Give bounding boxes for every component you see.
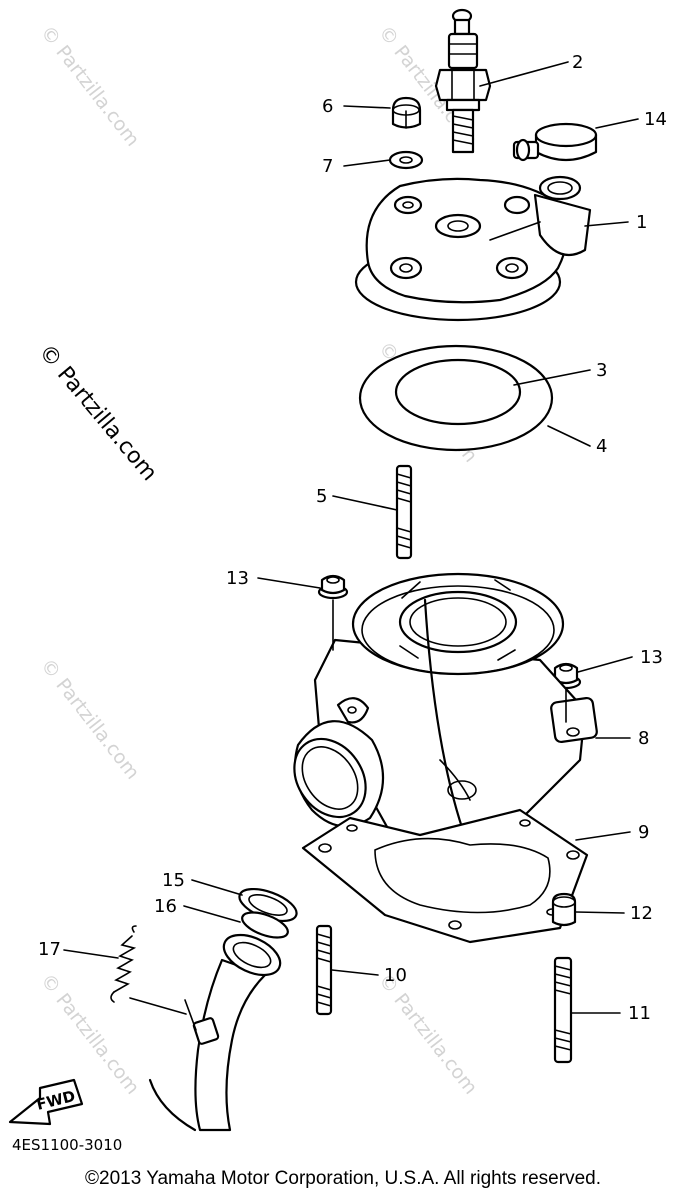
part-flange-nut-left [317,574,349,600]
diagram-code: 4ES1100-3010 [12,1136,122,1154]
part-stud-bolt-long [553,956,573,1064]
watermark: © Partzilla.com [36,970,144,1099]
callout-14: 14 [644,109,667,130]
callout-1: 1 [636,212,647,233]
callout-16: 16 [154,896,177,917]
fwd-arrow: FWD [8,1078,84,1126]
callout-13a: 13 [226,568,249,589]
watermark: © Partzilla.com [374,970,482,1099]
callout-5: 5 [316,486,327,507]
part-base-gasket [301,808,589,944]
part-stud-bolt-upper [395,464,413,560]
callout-15: 15 [162,870,185,891]
part-exhaust-gasket [238,887,298,939]
part-dowel-pin [551,892,577,927]
callout-labels: 1 2 3 4 5 6 7 8 9 10 11 12 13 13 14 15 1… [38,52,667,1024]
part-stud-bolt-short [315,924,333,1016]
leader-lines [63,61,639,1015]
part-cylinder-head [354,175,592,322]
watermark: © Partzilla.com [36,22,144,151]
part-tension-spring [110,925,137,1003]
callout-3: 3 [596,360,607,381]
part-washer [388,150,424,170]
callout-9: 9 [638,822,649,843]
copyright-notice: ©2013 Yamaha Motor Corporation, U.S.A. A… [85,1168,601,1189]
callout-4: 4 [596,436,607,457]
part-spark-plug [434,8,492,154]
callout-13b: 13 [640,647,663,668]
part-hose-clamp [512,122,598,162]
part-head-gasket [358,344,554,452]
callout-12: 12 [630,903,653,924]
part-exhaust-joint [148,933,282,1132]
callout-10: 10 [384,965,407,986]
part-cylinder [293,572,598,864]
callout-11: 11 [628,1003,651,1024]
part-cap-nut [391,96,422,129]
callout-8: 8 [638,728,649,749]
callout-7: 7 [322,156,333,177]
callout-17: 17 [38,939,61,960]
watermark: © Partzilla.com [36,655,144,784]
callout-2: 2 [572,52,583,73]
callout-6: 6 [322,96,333,117]
watermark-main: © Partzilla.com [33,340,161,486]
